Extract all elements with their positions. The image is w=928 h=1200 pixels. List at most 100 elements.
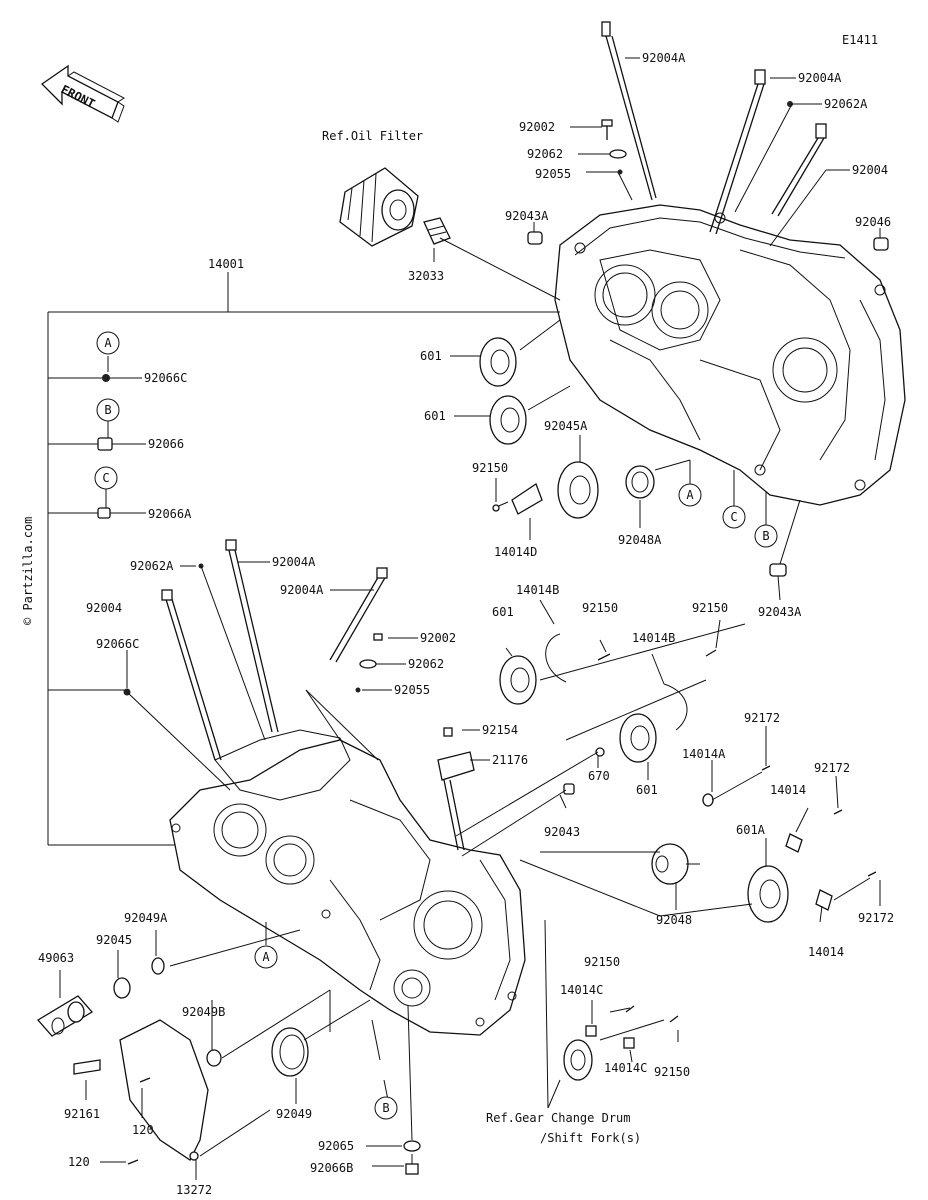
part-labels: 92004A 92004A 92062A 92004 92002 92062 9… bbox=[38, 51, 894, 1197]
leader-lines bbox=[59, 57, 881, 1180]
part-label: 601 bbox=[636, 783, 658, 797]
oil-filter-icon bbox=[339, 167, 419, 247]
part-label: 14014D bbox=[494, 545, 537, 559]
callout-C-upper: C bbox=[722, 505, 746, 529]
circlip-14014b-a bbox=[545, 633, 567, 683]
part-label: 92150 bbox=[472, 461, 508, 475]
seal-92049a bbox=[151, 957, 165, 975]
seal-92049 bbox=[271, 1027, 309, 1077]
washer-92065 bbox=[403, 1140, 421, 1152]
part-label: 120 bbox=[132, 1123, 154, 1137]
part-label: 21176 bbox=[492, 753, 528, 767]
lower-crankcase-half bbox=[169, 729, 526, 1036]
part-label: 92004A bbox=[280, 583, 324, 597]
dowel-92046 bbox=[873, 237, 889, 251]
part-label: 92062 bbox=[408, 657, 444, 671]
part-label: 92043 bbox=[544, 825, 580, 839]
part-label: 92045 bbox=[96, 933, 132, 947]
plug-92066 bbox=[97, 437, 113, 451]
front-arrow-icon: FRONT bbox=[40, 64, 125, 123]
bearing-601-d bbox=[619, 713, 657, 763]
svg-text:C: C bbox=[730, 510, 737, 524]
part-label: 92049A bbox=[124, 911, 168, 925]
part-label: 14014C bbox=[560, 983, 603, 997]
svg-text:B: B bbox=[762, 529, 769, 543]
part-label: 14014B bbox=[516, 583, 559, 597]
callout-B-upper: B bbox=[754, 524, 778, 548]
plug-92066c-a bbox=[102, 374, 110, 382]
bolt-120-b bbox=[127, 1159, 139, 1165]
part-label: 601 bbox=[420, 349, 442, 363]
bearing-gear-change bbox=[563, 1039, 593, 1081]
part-label: 92161 bbox=[64, 1107, 100, 1121]
seal-92045 bbox=[113, 977, 131, 999]
callout-B-left: B bbox=[96, 398, 120, 422]
bearing-92045a bbox=[557, 461, 599, 519]
svg-text:A: A bbox=[262, 950, 270, 964]
part-label: 120 bbox=[68, 1155, 90, 1169]
part-label: 14014A bbox=[682, 747, 726, 761]
plate-14014-b bbox=[815, 889, 833, 911]
callout-A-left: A bbox=[96, 331, 120, 355]
part-label: 92049 bbox=[276, 1107, 312, 1121]
part-label: 601A bbox=[736, 823, 766, 837]
part-label: 92043A bbox=[505, 209, 549, 223]
part-label: 14014B bbox=[632, 631, 675, 645]
upper-crankcase-half bbox=[554, 204, 906, 506]
bolt-92150-a bbox=[597, 653, 611, 661]
plug-92066a bbox=[97, 507, 111, 519]
circlip-14014b-b bbox=[663, 683, 688, 731]
part-label: 92065 bbox=[318, 1139, 354, 1153]
part-label: 92004A bbox=[272, 555, 316, 569]
part-label: 92048A bbox=[618, 533, 662, 547]
part-label: 92062A bbox=[824, 97, 868, 111]
plate-14014-a bbox=[785, 833, 803, 853]
bolt-92150-c bbox=[625, 1005, 635, 1013]
svg-text:B: B bbox=[382, 1101, 389, 1115]
plate-14014d bbox=[492, 483, 543, 515]
ref-oil-filter: Ref.Oil Filter bbox=[322, 129, 423, 143]
ref-gear-change-line1: Ref.Gear Change Drum bbox=[486, 1111, 631, 1125]
part-label: 92154 bbox=[482, 723, 518, 737]
svg-text:A: A bbox=[686, 488, 694, 502]
watermark: © Partzilla.com bbox=[21, 517, 35, 625]
part-label: 92150 bbox=[584, 955, 620, 969]
cover-13272 bbox=[119, 1019, 209, 1161]
part-label: 92066 bbox=[148, 437, 184, 451]
part-label: 92150 bbox=[654, 1065, 690, 1079]
oring-670 bbox=[595, 747, 605, 757]
part-label: 92004 bbox=[86, 601, 122, 615]
bearing-601-b bbox=[489, 395, 527, 445]
seal-92048 bbox=[651, 843, 689, 885]
svg-text:C: C bbox=[102, 471, 109, 485]
bearing-601a bbox=[747, 865, 789, 923]
bolt-92172-c bbox=[867, 871, 877, 877]
seal-49063 bbox=[36, 995, 94, 1037]
part-label: 92172 bbox=[814, 761, 850, 775]
diagram-code: E1411 bbox=[842, 33, 878, 47]
part-label: 92055 bbox=[535, 167, 571, 181]
seal-92048a bbox=[625, 465, 655, 499]
svg-text:B: B bbox=[104, 403, 111, 417]
part-label: 49063 bbox=[38, 951, 74, 965]
part-label: 32033 bbox=[408, 269, 444, 283]
callout-C-left: C bbox=[94, 466, 118, 490]
washer-14014a bbox=[702, 793, 714, 807]
part-label: 92172 bbox=[744, 711, 780, 725]
bolt-92150-d bbox=[669, 1015, 679, 1023]
part-label: 13272 bbox=[176, 1183, 212, 1197]
bearing-601-a bbox=[479, 337, 517, 387]
bolt-120-a bbox=[139, 1077, 151, 1083]
seal-92049b bbox=[206, 1049, 222, 1067]
callout-B-lower: B bbox=[374, 1096, 398, 1120]
callout-A-lower: A bbox=[254, 945, 278, 969]
lower-studs bbox=[123, 539, 388, 761]
part-label: 92062A bbox=[130, 559, 174, 573]
plate-14014c-a bbox=[585, 1025, 597, 1037]
part-label: 92150 bbox=[582, 601, 618, 615]
plate-14014c-b bbox=[623, 1037, 635, 1049]
part-label: 92055 bbox=[394, 683, 430, 697]
plate-92161 bbox=[73, 1059, 101, 1075]
part-label: 92004 bbox=[852, 163, 888, 177]
